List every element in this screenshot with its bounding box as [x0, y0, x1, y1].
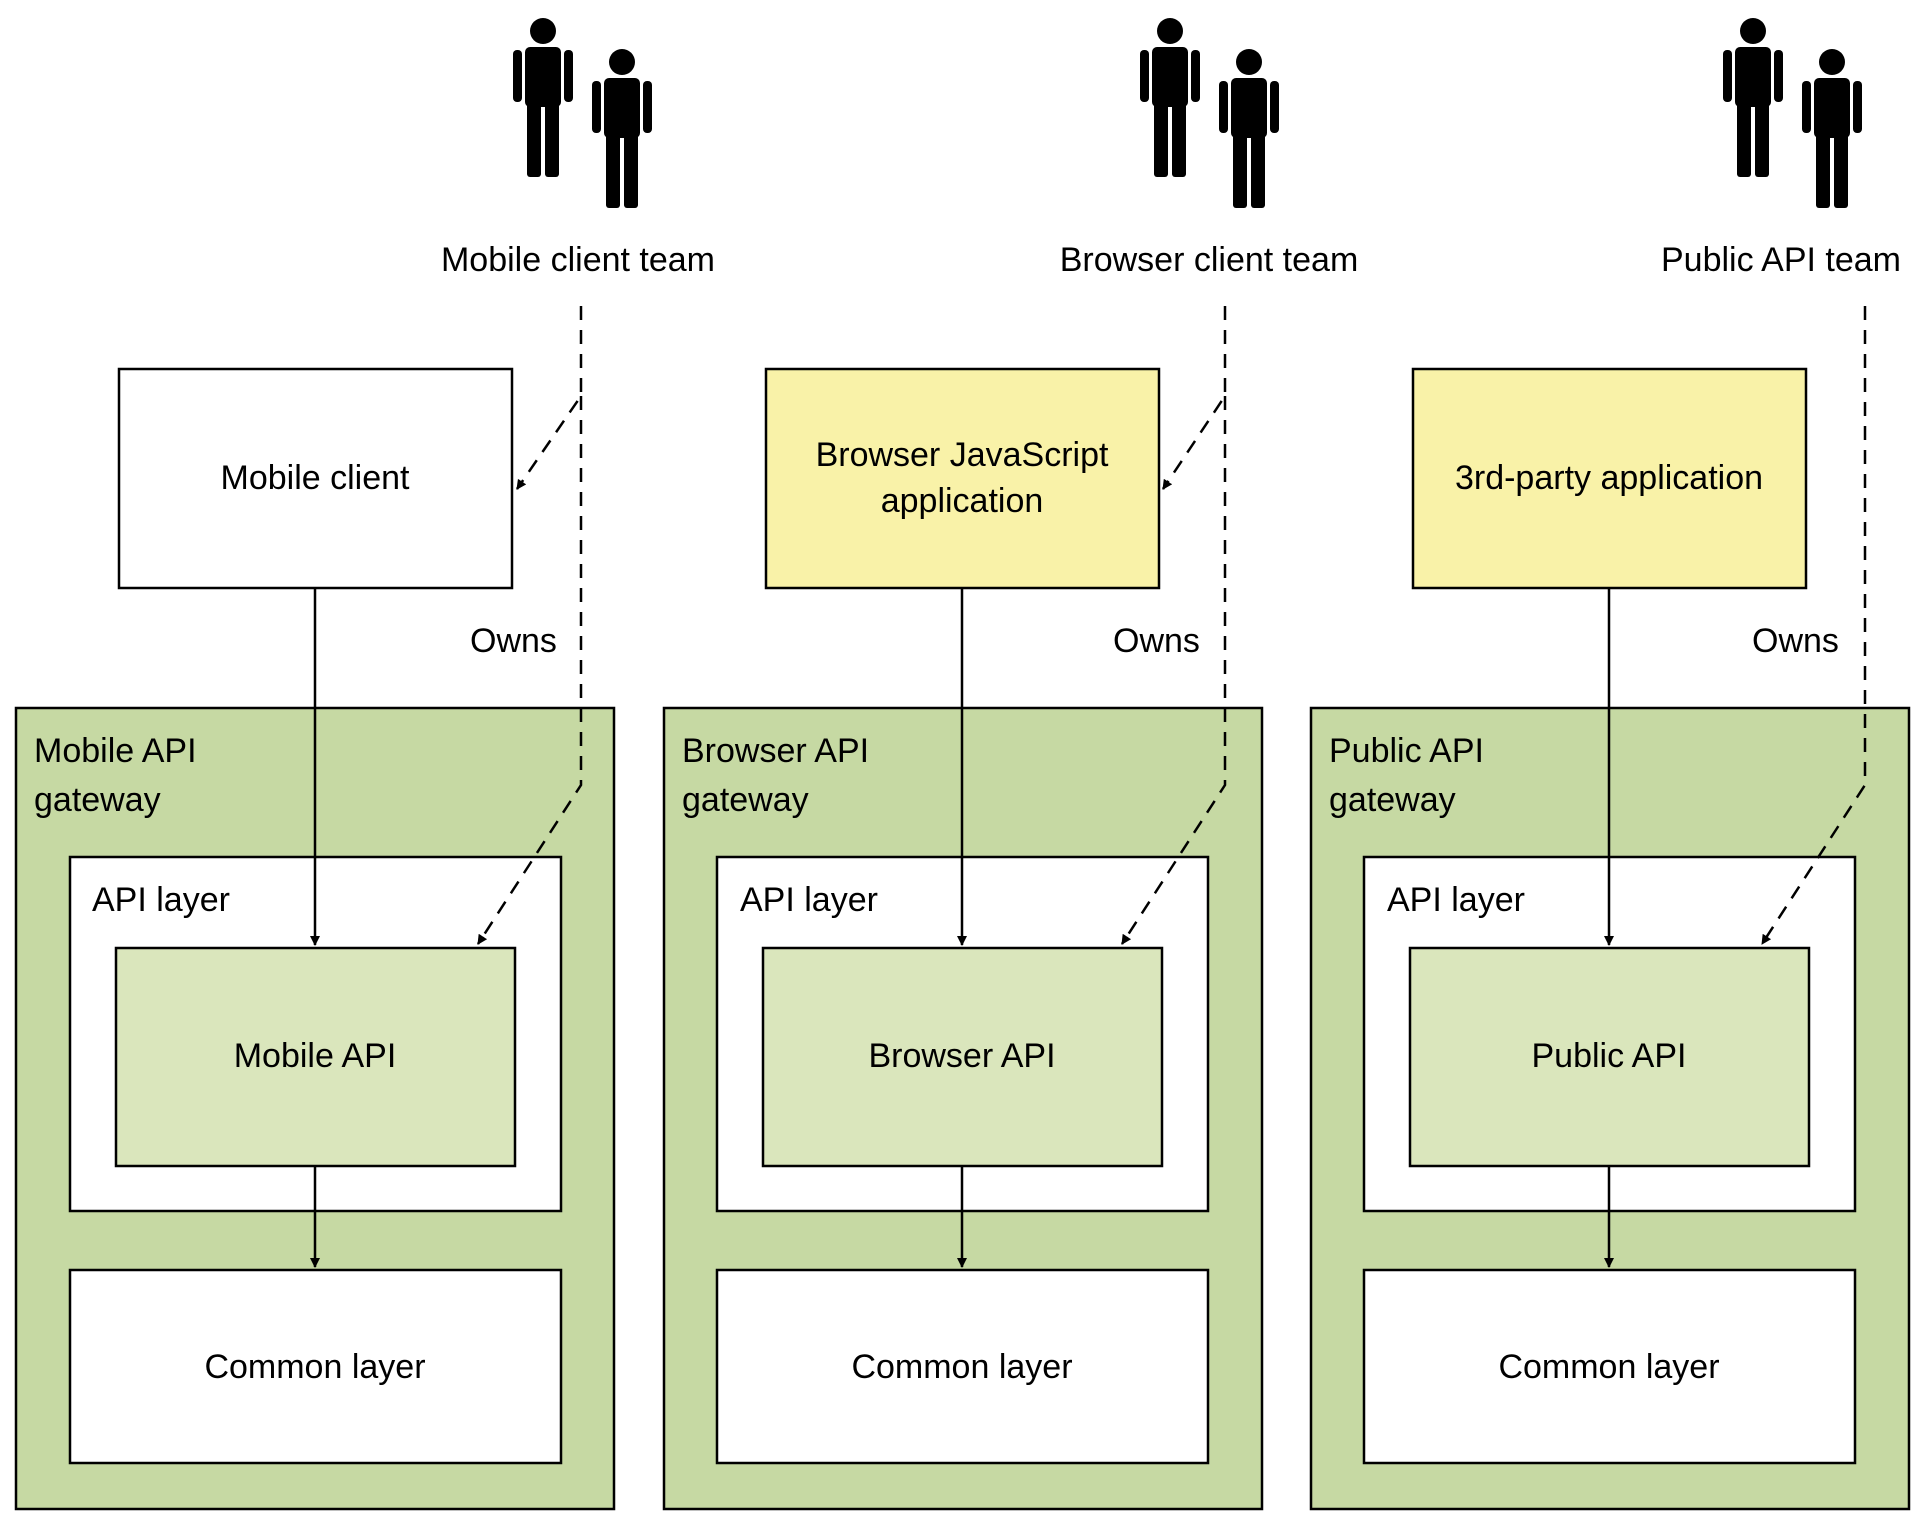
client-box: 3rd-party application: [1411, 367, 1808, 590]
team-label: Browser client team: [1060, 241, 1359, 279]
team-label: Public API team: [1661, 241, 1901, 279]
client-label: Mobile client: [221, 459, 411, 497]
person-icon: [1723, 18, 1862, 208]
common-layer-box: Common layer: [715, 1268, 1210, 1465]
common-layer-label: Common layer: [851, 1348, 1072, 1386]
api-layer-label: API layer: [92, 881, 230, 919]
common-layer-box: Common layer: [68, 1268, 563, 1465]
column-mobile: Mobile client team Mobile client Mobile …: [14, 18, 715, 1511]
person-icon: [513, 18, 652, 208]
api-layer-label: API layer: [740, 881, 878, 919]
api-label: Browser API: [868, 1037, 1055, 1075]
gateway-label: Mobile API: [34, 732, 197, 770]
owns-api-dashed-arrow: [1760, 306, 1867, 945]
owns-client-dashed-arrow: [515, 306, 583, 490]
api-label: Mobile API: [234, 1037, 397, 1075]
api-layer-label: API layer: [1387, 881, 1525, 919]
gateway-label: gateway: [682, 781, 809, 819]
team-public-api: Public API team: [1661, 18, 1901, 279]
client-label: application: [881, 482, 1044, 520]
column-browser: Browser client team Browser JavaScript a…: [662, 18, 1359, 1511]
team-label: Mobile client team: [441, 241, 715, 279]
owns-api-dashed-arrow: [1120, 396, 1227, 945]
client-box: Browser JavaScript application: [764, 367, 1161, 590]
owns-label: Owns: [1752, 622, 1839, 660]
owns-client-dashed-arrow: [1161, 306, 1227, 490]
client-label: Browser JavaScript: [816, 436, 1109, 474]
api-box: Mobile API: [114, 946, 517, 1168]
person-icon: [1140, 18, 1279, 208]
owns-api-dashed-arrow: [476, 396, 583, 945]
team-mobile-client: Mobile client team: [441, 18, 715, 279]
api-label: Public API: [1532, 1037, 1687, 1075]
client-box: Mobile client: [117, 367, 514, 590]
team-browser-client: Browser client team: [1060, 18, 1359, 279]
owns-label: Owns: [1113, 622, 1200, 660]
client-label: 3rd-party application: [1455, 459, 1763, 497]
common-layer-label: Common layer: [1498, 1348, 1719, 1386]
common-layer-box: Common layer: [1362, 1268, 1857, 1465]
api-box: Browser API: [761, 946, 1164, 1168]
owns-label: Owns: [470, 622, 557, 660]
gateway-label: Browser API: [682, 732, 869, 770]
column-public: Public API team 3rd-party application Pu…: [1309, 18, 1911, 1511]
gateway-label: Public API: [1329, 732, 1484, 770]
gateway-label: gateway: [1329, 781, 1456, 819]
common-layer-label: Common layer: [204, 1348, 425, 1386]
api-box: Public API: [1408, 946, 1811, 1168]
gateway-label: gateway: [34, 781, 161, 819]
